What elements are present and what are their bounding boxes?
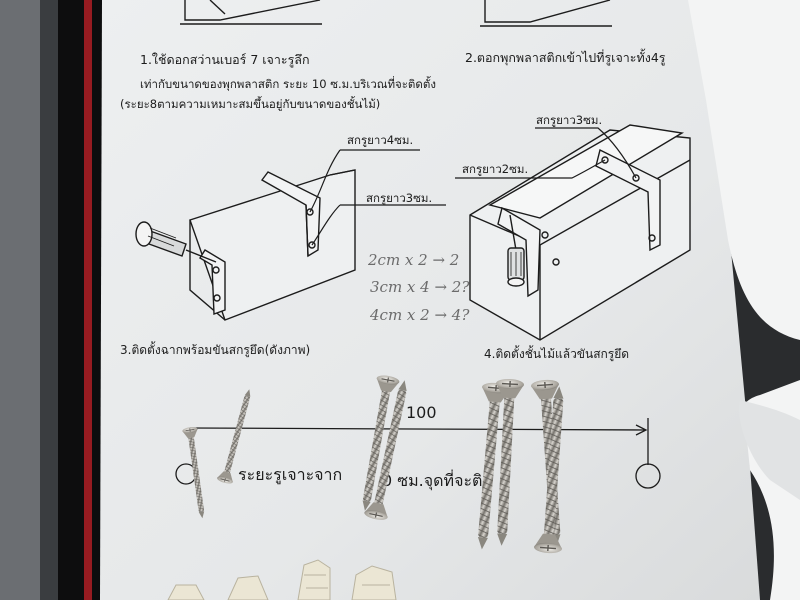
step2-title: 2.ตอกพุกพลาสติกเข้าไปที่รูเจาะทั้ง4รู <box>465 48 666 66</box>
bottom-note-left: ระยะรูเจาะจาก <box>238 465 342 485</box>
step1-title: 1.ใช้ดอกสว่านเบอร์ 7 เจาะรูลึก <box>140 52 310 68</box>
step1-line3: (ระยะ8ตามความเหมาะสมขึ้นอยู่กับขนาดของชั… <box>120 96 380 111</box>
red-strip <box>84 0 92 600</box>
step4-diagram <box>469 124 691 341</box>
step3-leaders <box>309 149 446 246</box>
step4-title: 4.ติดตั้งชั้นไม้แล้วขันสกรูยึด <box>484 345 629 362</box>
step4-label-2cm: สกรูยาว2ซม. <box>462 162 528 176</box>
step3-title: 3.ติดตั้งฉากพร้อมขันสกรูยึด(ดังภาพ) <box>120 341 310 358</box>
dimension-value: 100 <box>406 403 437 422</box>
wall-anchors <box>167 559 397 600</box>
step3-label-4cm: สกรูยาว4ซม. <box>347 133 413 147</box>
handwriting-line-3: 4cm x 2 → 4? <box>369 306 470 324</box>
dimension-line <box>175 418 661 489</box>
step1-line2: เท่ากับขนาดของพุกพลาสติก ระยะ 10 ซ.ม.บริ… <box>140 76 436 91</box>
handwriting-line-1: 2cm x 2 → 2 <box>367 251 459 269</box>
step3-diagram <box>135 169 356 321</box>
top-diagrams <box>180 0 612 27</box>
step4-label-3cm: สกรูยาว3ซม. <box>536 113 602 127</box>
handwriting-line-2: 3cm x 4 → 2? <box>370 278 470 296</box>
step4-leaders <box>455 127 637 179</box>
step3-label-3cm: สกรูยาว3ซม. <box>366 191 432 205</box>
black-frame-edge <box>58 0 104 600</box>
bottom-note-mid: 0 ซม.จุดที่จะติด <box>382 469 493 491</box>
